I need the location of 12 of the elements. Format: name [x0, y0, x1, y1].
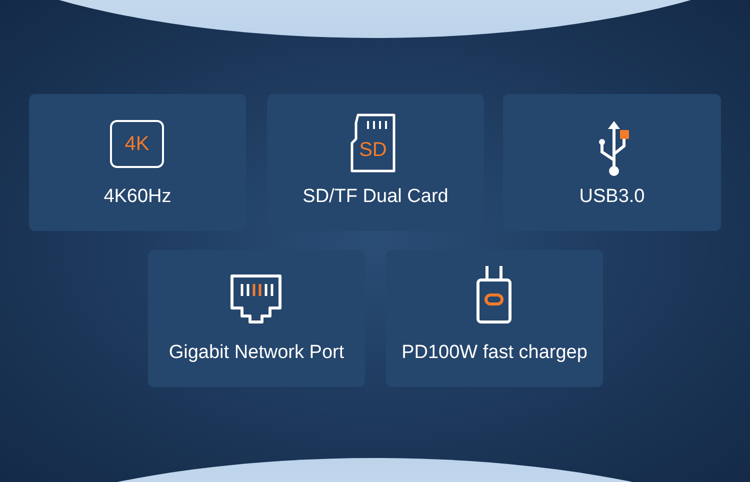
- feature-label: USB3.0: [578, 186, 646, 208]
- feature-card: [386, 250, 603, 387]
- resolution-badge: 4K: [110, 120, 164, 168]
- feature-label: 4K60Hz: [102, 186, 172, 208]
- feature-card: [29, 94, 246, 231]
- feature-label: Gigabit Network Port: [168, 342, 346, 364]
- feature-card: [503, 94, 721, 231]
- feature-card: [267, 94, 484, 231]
- feature-label: PD100W fast chargep: [400, 342, 588, 364]
- sd-card-icon: SD: [350, 113, 396, 173]
- feature-label: SD/TF Dual Card: [302, 186, 450, 208]
- feature-card: [148, 250, 365, 387]
